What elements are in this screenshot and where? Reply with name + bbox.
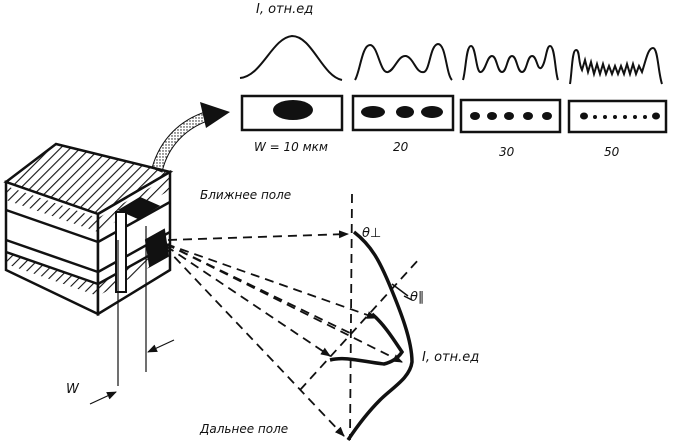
- pattern-width-label-2: 20: [393, 140, 409, 154]
- pattern-box-2: [351, 94, 455, 132]
- theta-ticks: [391, 283, 413, 301]
- theta-par-label: θ∥: [410, 290, 425, 305]
- intensity-profile-2: [354, 42, 453, 81]
- pattern-width-label-1: W = 10 мкм: [254, 140, 328, 154]
- far-field-curve: [329, 230, 414, 441]
- theta-perp-label: θ⊥: [362, 226, 382, 241]
- pattern-width-label-4: 50: [604, 145, 620, 159]
- width-label: W: [66, 382, 79, 397]
- near-field-label: Ближнее поле: [200, 188, 292, 202]
- far-field-label: Дальнее поле: [200, 422, 289, 436]
- beam-rays: [163, 230, 403, 437]
- intensity-profile-3: [462, 44, 559, 81]
- intensity-axis-label-far: I, отн.ед: [422, 350, 480, 365]
- intensity-profile-4: [569, 46, 663, 85]
- active-stripe: [115, 196, 170, 293]
- curved-arrow: [151, 102, 230, 173]
- intensity-profile-1: [239, 34, 343, 81]
- pattern-box-3: [459, 98, 562, 134]
- pattern-width-label-3: 30: [499, 145, 515, 159]
- intensity-axis-label-top: I, отн.ед: [256, 2, 314, 17]
- pattern-box-4: [567, 99, 668, 134]
- pattern-box-1: [240, 94, 344, 132]
- far-field-axes: [299, 193, 421, 441]
- width-marker: [89, 226, 175, 405]
